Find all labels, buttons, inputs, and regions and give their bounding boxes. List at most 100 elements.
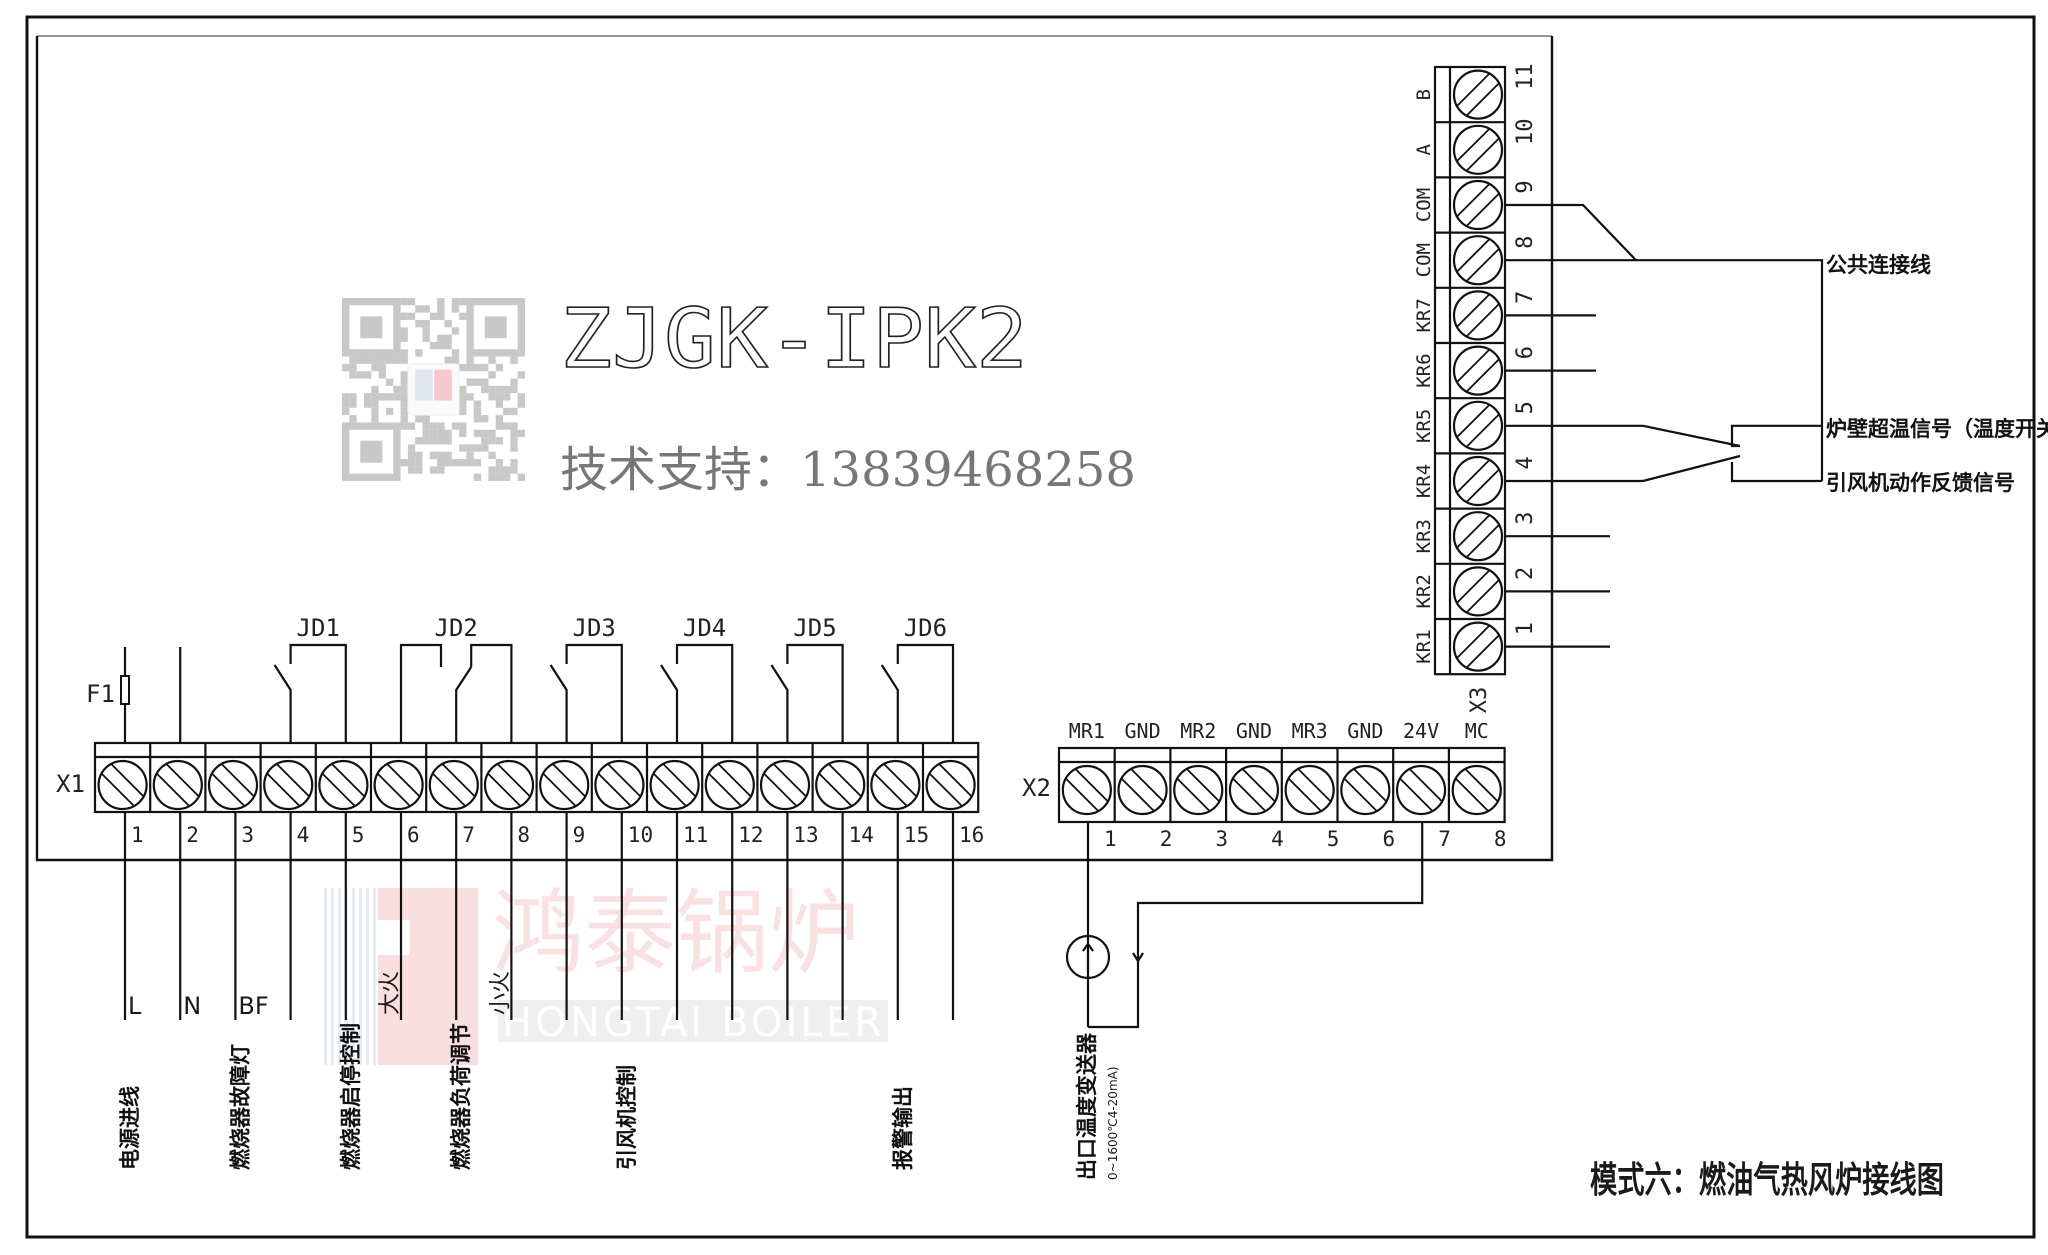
screw-slot xyxy=(330,762,366,798)
x2-pin-number: 5 xyxy=(1327,827,1340,851)
function-labels: 电源进线燃烧器故障灯燃烧器启停控制燃烧器负荷调节引风机控制报警输出 xyxy=(118,1023,915,1170)
qr-module xyxy=(378,371,386,379)
screw-slot xyxy=(1129,767,1165,803)
screw-head xyxy=(1061,764,1112,816)
screw-terminal-icon xyxy=(925,759,976,811)
qr-finder xyxy=(342,422,401,482)
qr-module xyxy=(459,298,467,306)
x2-pin-number: 2 xyxy=(1160,827,1173,851)
screw-terminal-icon xyxy=(1061,764,1112,816)
x2-signal-label: MR1 xyxy=(1069,719,1105,743)
screw-head xyxy=(925,759,976,811)
screw-head xyxy=(1395,764,1447,816)
qr-module xyxy=(444,356,452,364)
qr-finder-center xyxy=(360,440,383,463)
screw-head xyxy=(1452,400,1504,451)
qr-module xyxy=(451,349,460,357)
qr-module xyxy=(407,459,416,467)
qr-module xyxy=(517,371,525,379)
x3-signal-label: B xyxy=(1413,89,1435,100)
x3-pin-number: 2 xyxy=(1513,567,1538,580)
screw-slot xyxy=(496,762,532,798)
relay-contact-switch xyxy=(549,664,568,743)
qr-module xyxy=(422,319,430,328)
screw-head xyxy=(1452,179,1504,231)
relay-jd2: JD2 xyxy=(399,614,513,743)
screw-terminal-icon xyxy=(1451,764,1502,816)
qr-module xyxy=(481,429,489,438)
qr-module xyxy=(510,356,518,364)
qr-module xyxy=(444,334,452,342)
qr-module xyxy=(444,459,452,467)
qr-module xyxy=(473,429,482,438)
qr-logo-blue xyxy=(415,369,433,401)
screw-slot xyxy=(1465,81,1501,117)
qr-module xyxy=(481,385,489,394)
screw-slot xyxy=(1465,523,1501,559)
screw-slot xyxy=(1455,237,1491,273)
relay-contact-switch xyxy=(455,666,473,743)
qr-module xyxy=(510,437,518,445)
watermark-stripe xyxy=(338,888,341,1065)
qr-module xyxy=(437,451,445,460)
qr-module xyxy=(481,437,489,445)
x3-signal-label: KR4 xyxy=(1413,464,1435,498)
qr-module xyxy=(495,466,504,474)
x2-pin-number: 3 xyxy=(1215,827,1228,851)
screw-terminal-icon xyxy=(649,759,700,811)
x3-label: X3 xyxy=(1467,687,1492,714)
watermark-brand-en: HONGTAI BOILER xyxy=(502,1000,882,1046)
qr-module xyxy=(378,363,386,372)
common-wire-label: 公共连接线 xyxy=(1826,253,1931,277)
wire-tag: BF xyxy=(238,992,268,1020)
qr-module xyxy=(415,451,423,460)
x1-pin-number: 8 xyxy=(517,823,530,847)
qr-module xyxy=(481,363,489,372)
screw-slot xyxy=(165,762,201,798)
screw-head xyxy=(1452,235,1504,286)
x3-pin-number: 4 xyxy=(1513,456,1538,469)
transmitter-wire-supply xyxy=(1088,822,1424,1029)
x2-pin-number: 6 xyxy=(1383,827,1396,851)
qr-module xyxy=(371,407,379,416)
qr-module xyxy=(451,459,460,467)
x3-pin-number: 6 xyxy=(1513,346,1538,359)
relay-contact-wire xyxy=(565,643,623,743)
screw-slot xyxy=(1287,777,1323,813)
x3-signal-label: KR5 xyxy=(1413,409,1435,443)
qr-module xyxy=(481,444,489,452)
x1-pin-number: 9 xyxy=(573,823,586,847)
screw-head xyxy=(1117,764,1168,816)
qr-module xyxy=(437,466,445,474)
qr-module xyxy=(371,400,379,408)
screw-slot xyxy=(1465,578,1501,614)
qr-module xyxy=(488,466,496,474)
qr-module xyxy=(503,407,511,416)
x1-pin-number: 11 xyxy=(683,823,708,847)
qr-module xyxy=(473,407,482,416)
screw-slot xyxy=(1465,192,1501,228)
qr-module xyxy=(371,356,379,364)
relay-contact-wire xyxy=(289,643,347,743)
qr-module xyxy=(503,385,511,394)
qr-module xyxy=(510,459,518,467)
qr-module xyxy=(495,385,504,394)
function-label: 电源进线 xyxy=(118,1086,142,1170)
current-source-arrowhead xyxy=(1082,942,1094,952)
qr-module xyxy=(385,378,394,386)
overtemp-wire xyxy=(1505,424,1741,448)
qr-module xyxy=(363,371,372,379)
qr-module xyxy=(488,473,496,481)
qr-module xyxy=(488,429,496,438)
screw-slot xyxy=(1398,777,1434,813)
x1-pin-number: 5 xyxy=(352,823,365,847)
watermark-stripe xyxy=(359,888,362,1065)
screw-terminal-icon xyxy=(539,759,590,811)
qr-module xyxy=(473,400,482,408)
qr-module xyxy=(503,393,511,401)
screw-terminal-icon xyxy=(594,759,645,811)
qr-module xyxy=(495,415,504,423)
x2-pin-number: 4 xyxy=(1271,827,1284,851)
qr-module xyxy=(429,312,438,320)
